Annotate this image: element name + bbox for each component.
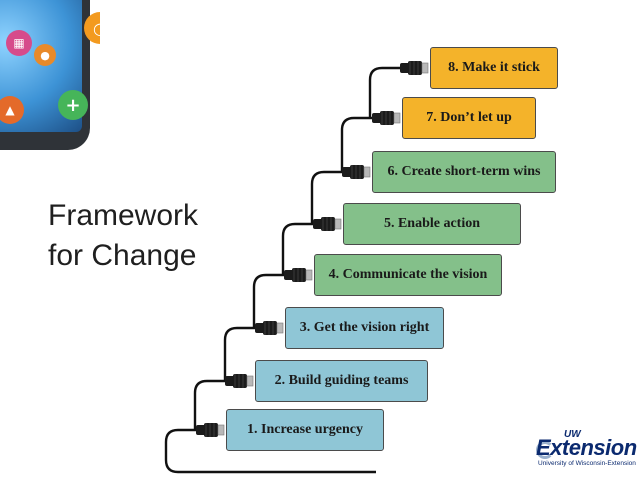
logo-swoosh-icon	[536, 441, 554, 459]
phone-graphic: ○ ▦ ● + ▲	[0, 0, 100, 150]
step-label: 4. Communicate the vision	[328, 267, 488, 282]
plug-connector-icon	[400, 61, 429, 75]
plug-connector-icon	[342, 165, 371, 179]
logo-prefix: UW	[564, 429, 581, 440]
step-label: 2. Build guiding teams	[274, 373, 409, 388]
plug-connector-icon	[255, 321, 284, 335]
bank-icon: ▦	[6, 30, 32, 56]
uw-extension-logo: UW Extension University of Wisconsin-Ext…	[536, 429, 637, 469]
step-box-7: 7. Don’t let up	[402, 97, 536, 139]
step-label: 1. Increase urgency	[247, 422, 363, 437]
step-box-8: 8. Make it stick	[430, 47, 558, 89]
plug-connector-icon	[372, 111, 401, 125]
medical-cross-icon: +	[58, 90, 88, 120]
logo-subtitle: University of Wisconsin-Extension	[538, 460, 636, 467]
step-label: 6. Create short-term wins	[387, 164, 541, 179]
step-label: 3. Get the vision right	[299, 320, 430, 335]
step-box-5: 5. Enable action	[343, 203, 521, 245]
plug-connector-icon	[313, 217, 342, 231]
plug-connector-icon	[284, 268, 313, 282]
title-line-2: for Change	[48, 239, 197, 272]
globe-icon: ○	[84, 12, 100, 44]
slide-title: Framework for Change	[48, 196, 198, 276]
cable-path	[164, 66, 402, 474]
step-box-1: 1. Increase urgency	[226, 409, 384, 451]
step-box-2: 2. Build guiding teams	[255, 360, 428, 402]
step-label: 5. Enable action	[383, 216, 481, 231]
people-icon: ●	[34, 44, 56, 66]
step-label: 8. Make it stick	[448, 60, 540, 75]
plug-connector-icon	[196, 423, 225, 437]
step-box-6: 6. Create short-term wins	[372, 151, 556, 193]
plug-connector-icon	[225, 374, 254, 388]
step-box-3: 3. Get the vision right	[285, 307, 444, 349]
logo-name: Extension	[536, 435, 637, 460]
step-box-4: 4. Communicate the vision	[314, 254, 502, 296]
shopping-icon: ▲	[0, 96, 24, 124]
step-label: 7. Don’t let up	[426, 110, 512, 125]
title-line-1: Framework	[48, 199, 199, 232]
